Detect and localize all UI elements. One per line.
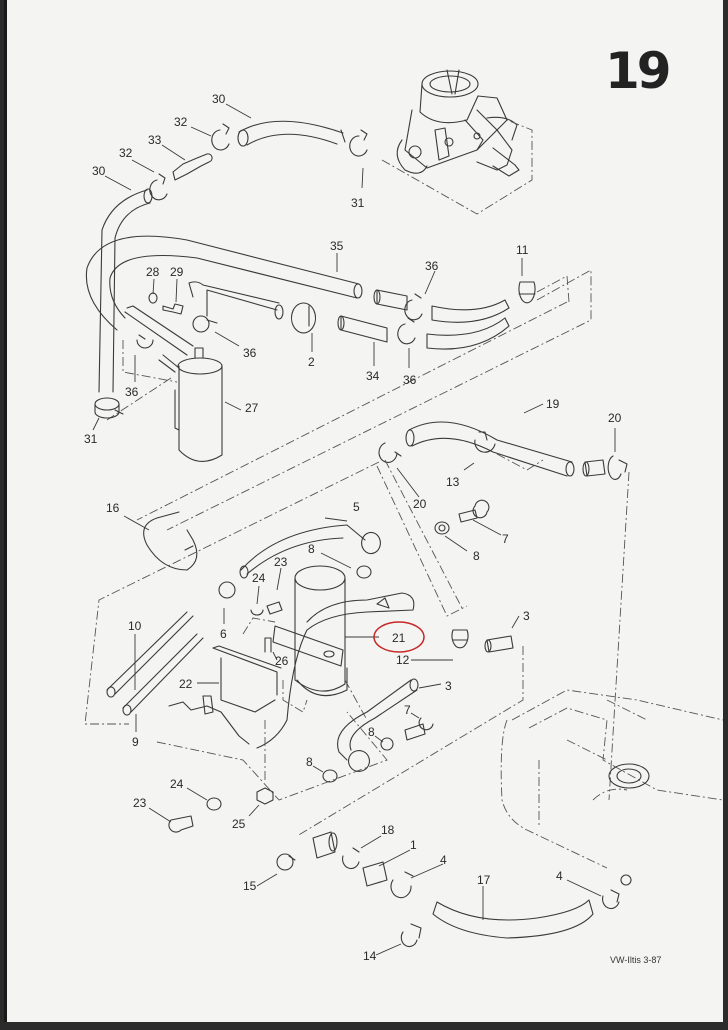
- callout-label: 35: [330, 239, 344, 253]
- callout-label: 8: [306, 755, 313, 769]
- fuel-pump-assembly: [156, 524, 415, 801]
- callout-label: 31: [84, 432, 98, 446]
- callout-label: 14: [363, 949, 377, 963]
- callout-leaders: [92, 103, 616, 956]
- callout-label: 11: [516, 243, 529, 257]
- callout-label: 16: [106, 501, 120, 515]
- callout-label: 8: [368, 725, 375, 739]
- callout-label: 24: [252, 571, 266, 585]
- callout-label: 6: [220, 627, 227, 641]
- hose-strap-16: [143, 511, 198, 571]
- washer-8-upper: [434, 521, 450, 535]
- hose-clamp-31: [94, 397, 124, 419]
- callout-label: 30: [92, 164, 106, 178]
- callout-label: 9: [132, 735, 139, 749]
- callout-label: 34: [366, 369, 380, 383]
- callout-label: 4: [556, 869, 563, 883]
- callout-label: 29: [170, 265, 184, 279]
- nut-25: [256, 787, 274, 805]
- callout-label: 36: [125, 385, 139, 399]
- callout-label: 20: [608, 411, 622, 425]
- hose-end-10: [106, 686, 116, 698]
- sheet-number: 19: [605, 42, 672, 100]
- callout-label: 36: [403, 373, 417, 387]
- callout-label: 3: [523, 609, 530, 623]
- callout-label: 21: [392, 631, 406, 645]
- callout-label: 12: [396, 653, 410, 667]
- callout-label: 7: [404, 703, 411, 717]
- footer-model-code: VW-Iltis 3-87: [610, 955, 662, 965]
- callout-label: 32: [119, 146, 133, 160]
- callout-label: 28: [146, 265, 160, 279]
- callout-label: 4: [440, 853, 447, 867]
- callout-label: 1: [410, 838, 417, 852]
- callout-label: 31: [351, 196, 365, 210]
- callout-label: 13: [446, 475, 460, 489]
- callout-label: 25: [232, 817, 246, 831]
- return-line-assembly: [84, 421, 630, 801]
- callout-label: 15: [243, 879, 257, 893]
- callout-label: 27: [245, 401, 259, 415]
- highlight-ring-21: [373, 621, 425, 653]
- callout-label: 23: [133, 796, 147, 810]
- callout-label: 19: [546, 397, 560, 411]
- feed-line-assembly: [296, 629, 524, 837]
- banjo-bolt-7-upper: [458, 499, 490, 523]
- callout-label: 22: [179, 677, 193, 691]
- exploded-parts-diagram: 30 32 33 32 30 31 35 11 28 29 36 36 36 3…: [84, 69, 723, 963]
- fuel-filter-canister: [106, 305, 223, 462]
- callout-label: 24: [170, 777, 184, 791]
- callout-label: 23: [274, 555, 288, 569]
- washer-24-lower: [206, 797, 222, 811]
- callout-label: 18: [381, 823, 395, 837]
- callout-label: 17: [477, 873, 491, 887]
- callout-label: 8: [473, 549, 480, 563]
- callout-labels: 30 32 33 32 30 31 35 11 28 29 36 36 36 3…: [84, 92, 622, 963]
- carburetor-illustration: [381, 69, 533, 215]
- upper-fuel-line-assembly: [98, 120, 368, 393]
- callout-label: 20: [413, 497, 427, 511]
- parts-diagram-page: 30 32 33 32 30 31 35 11 28 29 36 36 36 3…: [4, 0, 723, 1022]
- callout-label: 36: [243, 346, 257, 360]
- callout-label: 32: [174, 115, 188, 129]
- lower-connector-assembly: [276, 831, 632, 948]
- bolt-23-lower: [168, 815, 194, 833]
- callout-label: 7: [502, 532, 509, 546]
- callout-label: 3: [445, 679, 452, 693]
- callout-label: 26: [275, 654, 289, 668]
- callout-label: 10: [128, 619, 142, 633]
- callout-label: 8: [308, 542, 315, 556]
- callout-label: 33: [148, 133, 162, 147]
- callout-label: 2: [308, 355, 315, 369]
- callout-label: 5: [353, 500, 360, 514]
- fuel-tank-outline: [500, 689, 723, 869]
- hoses-9-10: [106, 611, 204, 713]
- callout-label: 36: [425, 259, 439, 273]
- hose-end-9: [122, 704, 132, 716]
- callout-label: 30: [212, 92, 226, 106]
- middle-fuel-line-assembly: [85, 235, 592, 531]
